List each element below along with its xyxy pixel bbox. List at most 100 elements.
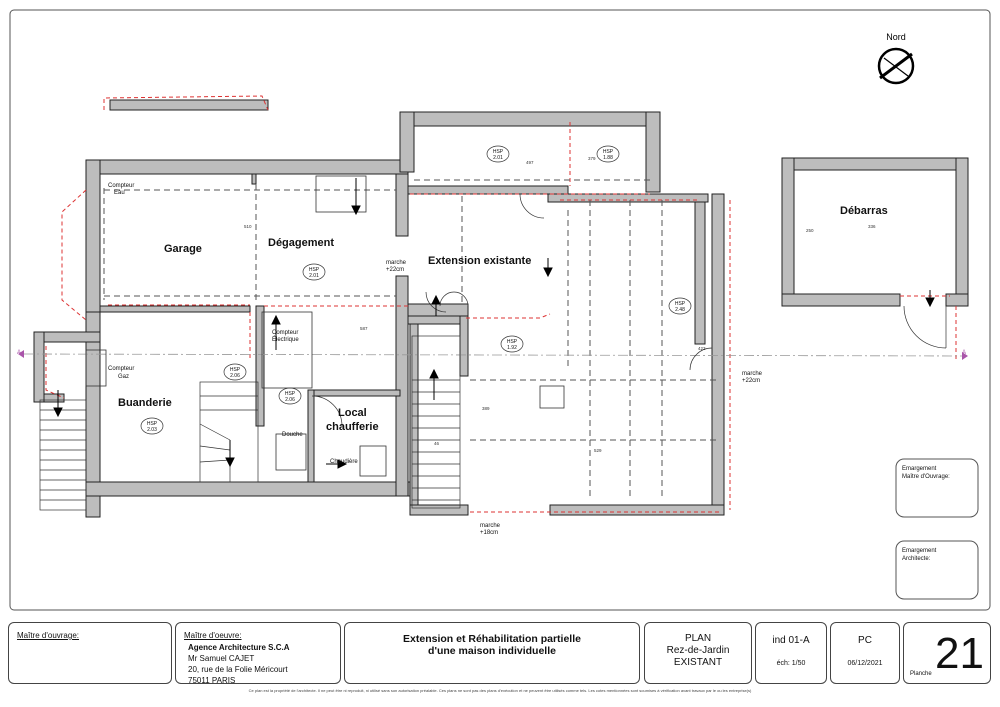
hsp-label: HSP xyxy=(493,149,504,155)
structure-lines xyxy=(103,179,720,500)
room-local-2: chaufferie xyxy=(326,421,379,433)
electric-box xyxy=(261,311,313,389)
compteur-eau-line1: Compteur xyxy=(108,183,134,189)
signature-owner-box xyxy=(895,458,979,518)
hsp-value: 2.01 xyxy=(309,273,319,279)
hsp-value: 2.06 xyxy=(285,397,295,403)
hsp-value: 1.88 xyxy=(603,155,613,161)
tb-maitre-oeuvre: Maître d'oeuvre: Agence Architecture S.C… xyxy=(175,622,341,685)
section-axis xyxy=(23,353,967,357)
hsp-label: HSP xyxy=(309,267,320,273)
dim-529: 529 xyxy=(594,448,602,453)
hsp-value: 2.48 xyxy=(675,307,685,313)
dim-336: 336 xyxy=(868,224,876,229)
maitre-ouvrage-label: Maître d'ouvrage: xyxy=(17,631,80,640)
dim-250: 250 xyxy=(806,228,814,233)
room-garage: Garage xyxy=(164,243,202,255)
section-mark-left: A xyxy=(17,350,21,356)
section-mark-right: A xyxy=(962,350,966,356)
hsp-label: HSP xyxy=(147,421,158,427)
dim-587: 587 xyxy=(360,326,368,331)
project-title-line2: d'une maison individuelle xyxy=(428,645,556,657)
hsp-label: HSP xyxy=(230,367,241,373)
tb-planche: Planche 21 xyxy=(903,622,991,684)
marche-c-line1: marche xyxy=(480,523,501,529)
room-debarras: Débarras xyxy=(840,205,888,217)
room-degagement: Dégagement xyxy=(268,237,334,249)
compteur-eau-line2: Eau xyxy=(114,190,125,196)
section-arrow-left-icon xyxy=(18,350,24,358)
hsp-label: HSP xyxy=(603,149,614,155)
recess-box xyxy=(315,175,367,213)
door-swings xyxy=(311,193,947,427)
agency-address: 20, rue de la Folie Méricourt xyxy=(188,665,288,674)
sig-architect-line2: Architecte: xyxy=(902,556,931,562)
date-value: 06/12/2021 xyxy=(847,660,883,667)
hsp-label: HSP xyxy=(285,391,296,397)
hsp-value: 2.06 xyxy=(230,373,240,379)
hsp-texts: HSP 2.01 HSP 1.88 HSP 2.01 HSP 2.06 HSP … xyxy=(147,149,686,433)
compteur-gaz-line1: Compteur xyxy=(108,366,134,372)
dim-389: 389 xyxy=(482,406,490,411)
signature-texts: Emargement Maître d'Ouvrage: Emargement … xyxy=(902,466,950,562)
douche-label: Douche xyxy=(282,432,303,438)
room-buanderie: Buanderie xyxy=(118,397,172,409)
planche-number: 21 xyxy=(935,629,984,678)
agency-person: Mr Samuel CAJET xyxy=(188,654,255,663)
hsp-label: HSP xyxy=(507,339,518,345)
stairs-left xyxy=(39,399,87,511)
sig-owner-line2: Maître d'Ouvrage: xyxy=(902,474,950,480)
hsp-label: HSP xyxy=(675,301,686,307)
tb-index: ind 01-A éch: 1/50 xyxy=(755,622,827,684)
compteur-elec-line1: Compteur xyxy=(272,330,298,336)
hsp-value: 1.92 xyxy=(507,345,517,351)
project-title-line1: Extension et Réhabilitation partielle xyxy=(403,633,581,645)
annotations: Compteur Eau Compteur Gaz Compteur Élect… xyxy=(17,183,966,536)
marche-b-line1: marche xyxy=(742,371,763,377)
section-arrow-right-icon xyxy=(962,352,968,360)
index-value: ind 01-A xyxy=(772,635,810,646)
dim-379: 379 xyxy=(588,156,596,161)
stairs-extension xyxy=(411,335,461,509)
plan-line1: PLAN xyxy=(684,633,712,644)
marche-b-line2: +22cm xyxy=(742,378,760,384)
plan-line3: EXISTANT xyxy=(673,657,723,668)
dimension-labels: 497 379 510 336 250 587 529 389 423 46 xyxy=(244,156,876,453)
marche-a-line1: marche xyxy=(386,260,407,266)
tb-maitre-ouvrage: Maître d'ouvrage: xyxy=(8,622,172,684)
shower-tray xyxy=(275,433,307,471)
dim-46: 46 xyxy=(434,441,440,446)
compteur-elec-line2: Électrique xyxy=(272,336,299,343)
dim-423: 423 xyxy=(698,346,706,351)
gas-meter-box xyxy=(85,349,107,387)
agency-name: Agence Architecture S.C.A xyxy=(188,643,290,652)
tb-project: Extension et Réhabilitation partielle d'… xyxy=(344,622,640,684)
hsp-value: 2.01 xyxy=(493,155,503,161)
room-extension: Extension existante xyxy=(428,255,531,267)
marche-c-line2: +18cm xyxy=(480,530,498,536)
hsp-markers xyxy=(140,145,692,435)
planche-label: Planche xyxy=(910,671,932,677)
footer-disclaimer: Ce plan est la propriété de l'architecte… xyxy=(248,688,752,693)
chaudiere-label: Chaudière xyxy=(330,459,358,465)
hsp-value: 2.03 xyxy=(147,427,157,433)
agency-city: 75011 PARIS xyxy=(188,676,236,685)
marche-a-line2: +22cm xyxy=(386,267,404,273)
stairs-spiral xyxy=(199,381,259,483)
sig-owner-line1: Emargement xyxy=(902,466,937,472)
compass-label: Nord xyxy=(886,32,906,42)
direction-arrows xyxy=(53,178,935,469)
maitre-oeuvre-label: Maître d'oeuvre: xyxy=(184,631,242,640)
scale-value: éch: 1/50 xyxy=(776,660,806,667)
compteur-gaz-line2: Gaz xyxy=(118,374,129,380)
plan-line2: Rez-de-Jardin xyxy=(666,645,730,656)
signature-architect-box xyxy=(895,540,979,600)
sig-architect-line1: Emargement xyxy=(902,548,937,554)
compass-icon xyxy=(877,47,915,85)
phase-value: PC xyxy=(858,635,872,646)
tb-plan: PLAN Rez-de-Jardin EXISTANT xyxy=(644,622,752,684)
boiler xyxy=(359,445,387,477)
dim-510: 510 xyxy=(244,224,252,229)
